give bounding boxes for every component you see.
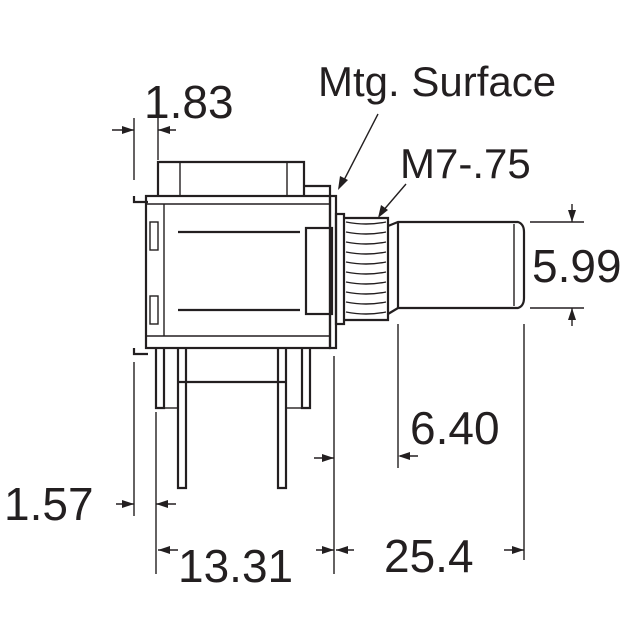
mounting-tab-bottom [132, 348, 148, 356]
terminals [154, 348, 312, 490]
side-notch-upper [149, 221, 159, 251]
dimension-5-99: 5.99 [530, 204, 622, 326]
pin-left-outer [154, 348, 166, 410]
dim-25-4-label: 25.4 [384, 530, 474, 582]
dim-5-99-label: 5.99 [532, 240, 622, 292]
bushing-collar [334, 212, 346, 326]
threaded-bushing [334, 212, 390, 326]
component-outline [132, 160, 338, 356]
pin-right-outer [300, 348, 312, 410]
dim-13-31-label: 13.31 [178, 540, 293, 592]
housing-top-step [304, 184, 332, 196]
dimension-6-40: 6.40 [397, 324, 500, 468]
side-notch-lower [149, 295, 159, 325]
dimension-1-83: 1.83 [112, 76, 234, 180]
shaft [387, 220, 526, 315]
mounting-tab-top [132, 196, 148, 204]
pin-left [176, 348, 188, 490]
mtg-surface-label: Mtg. Surface [318, 58, 556, 105]
bushing-body [344, 216, 390, 322]
top-cap [156, 160, 306, 196]
pin-right [276, 348, 288, 490]
thread-lines [345, 221, 387, 315]
mtg-surface-callout: Mtg. Surface [318, 58, 556, 190]
thread-callout: M7-.75 [378, 140, 531, 218]
shaft-outline [387, 220, 526, 315]
dim-1-57-label: 1.57 [4, 478, 94, 530]
dimension-1-57: 1.57 [4, 362, 176, 574]
dimension-25-4: 25.4 [336, 324, 525, 582]
main-housing [144, 194, 332, 350]
dim-6-40-label: 6.40 [410, 402, 500, 454]
dim-1-83-label: 1.83 [144, 76, 234, 128]
front-plate [304, 226, 334, 316]
dimension-13-31: 13.31 [158, 356, 335, 592]
thread-label: M7-.75 [400, 140, 531, 187]
